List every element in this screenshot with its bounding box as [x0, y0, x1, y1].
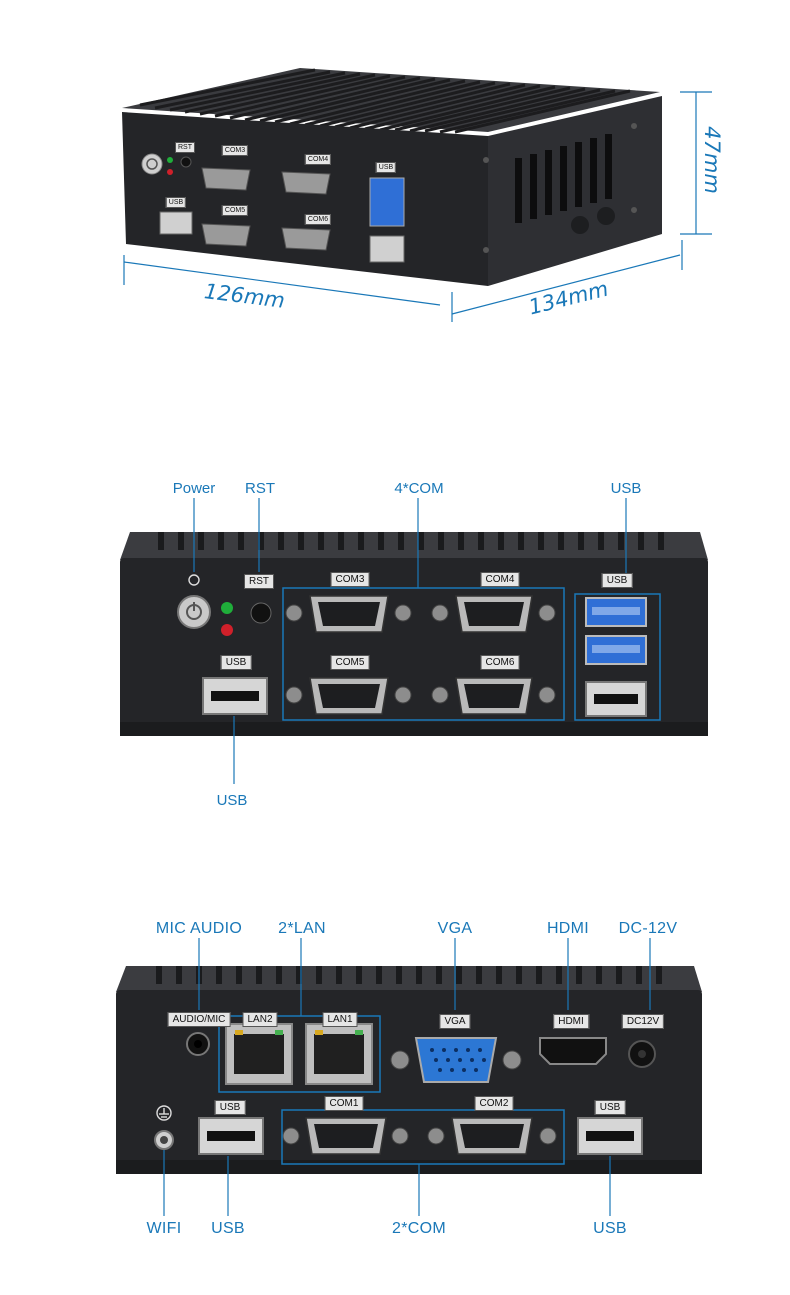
rear-panel-illustration: [116, 938, 702, 1216]
rear-panel-view: MIC AUDIO 2*LAN VGA HDMI DC-12V WIFI USB…: [0, 910, 790, 1290]
callout-rst: RST: [245, 480, 275, 497]
label-usb-left: USB: [220, 655, 252, 670]
iso-label-com3: COM3: [221, 145, 249, 156]
callout-dc12v: DC-12V: [618, 920, 678, 937]
callout-usb-bottom: USB: [216, 792, 248, 809]
label-usb-right: USB: [594, 1100, 626, 1115]
iso-label-usb-right: USB: [375, 162, 397, 173]
iso-label-com5: COM5: [221, 205, 249, 216]
com-port-graphics: [285, 595, 556, 715]
callout-wifi: WIFI: [146, 1220, 182, 1237]
callout-mic-audio: MIC AUDIO: [155, 920, 243, 937]
iso-label-com4: COM4: [304, 154, 332, 165]
label-com2: COM2: [474, 1096, 514, 1111]
callout-usb-top: USB: [610, 480, 642, 497]
label-hdmi: HDMI: [553, 1014, 589, 1029]
label-rst: RST: [244, 574, 274, 589]
callout-hdmi: HDMI: [546, 920, 590, 937]
callout-usb-right: USB: [593, 1220, 627, 1237]
callout-2lan: 2*LAN: [278, 920, 326, 937]
label-com6: COM6: [480, 655, 520, 670]
label-com1: COM1: [324, 1096, 364, 1111]
label-usb-right: USB: [601, 573, 633, 588]
isometric-illustration: [122, 68, 712, 322]
label-com4: COM4: [480, 572, 520, 587]
height-dimension: 47mm: [699, 126, 724, 194]
iso-label-usb-left: USB: [165, 197, 187, 208]
callout-vga: VGA: [437, 920, 473, 937]
front-panel-view: Power RST 4*COM USB USB RST COM3 COM4 CO…: [0, 470, 790, 820]
label-dc12v: DC12V: [621, 1014, 665, 1029]
label-com5: COM5: [330, 655, 370, 670]
iso-label-com6: COM6: [304, 214, 332, 225]
label-usb-left: USB: [214, 1100, 246, 1115]
callout-2com: 2*COM: [392, 1220, 446, 1237]
callout-usb-left: USB: [211, 1220, 245, 1237]
label-audio-mic: AUDIO/MIC: [167, 1012, 231, 1027]
callout-power: Power: [172, 480, 216, 497]
label-lan1: LAN1: [322, 1012, 358, 1027]
iso-label-rst: RST: [175, 142, 195, 153]
callout-4com: 4*COM: [394, 480, 444, 497]
isometric-view: 126mm 134mm 47mm RST COM3 COM4 COM5 COM6…: [0, 0, 790, 340]
front-panel-illustration: [120, 498, 708, 784]
label-com3: COM3: [330, 572, 370, 587]
label-lan2: LAN2: [242, 1012, 278, 1027]
label-vga: VGA: [439, 1014, 471, 1029]
